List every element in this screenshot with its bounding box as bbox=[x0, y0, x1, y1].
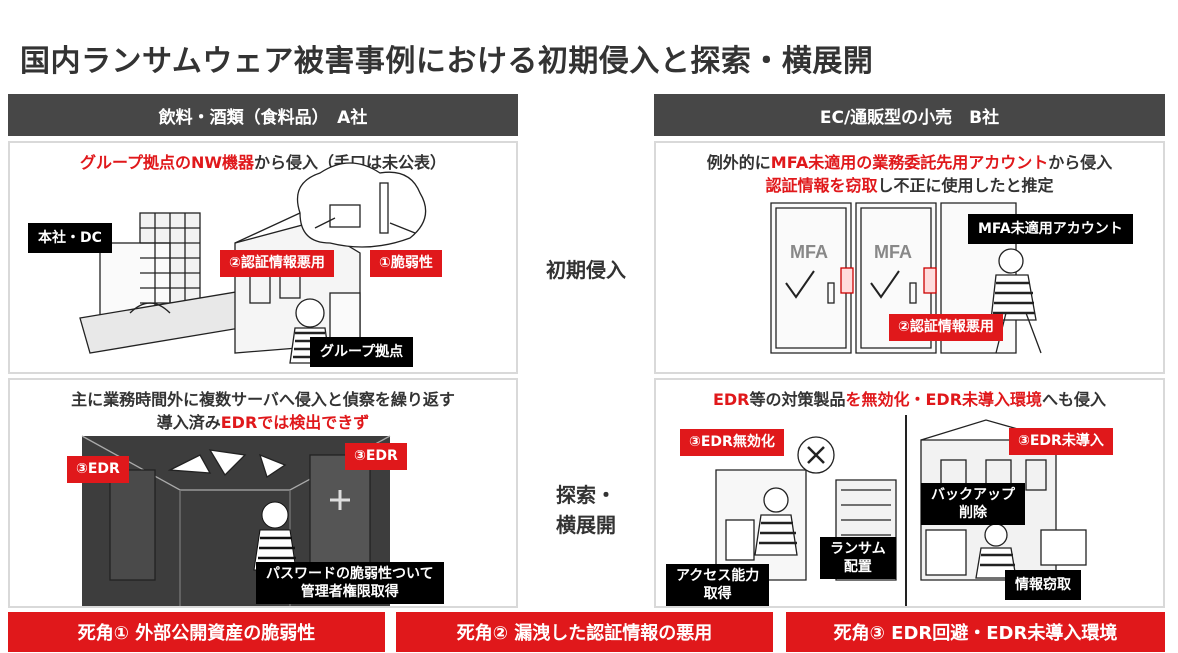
panel-b-explore: EDR等の対策製品を無効化・EDR未導入環境へも侵入 ③EDR無効化 ③EDR未… bbox=[654, 378, 1165, 608]
blindspot-2: 死角② 漏洩した認証情報の悪用 bbox=[396, 612, 773, 652]
caption-red1: EDR bbox=[712, 390, 750, 409]
label-group-site: グループ拠点 bbox=[310, 337, 414, 367]
panel-b-explore-caption: EDR等の対策製品を無効化・EDR未導入環境へも侵入 bbox=[656, 386, 1163, 410]
label-cred-abuse-b: ②認証情報悪用 bbox=[889, 314, 1003, 341]
caption-post: へも侵入 bbox=[1042, 390, 1107, 409]
label-edr-missing: ③EDR未導入 bbox=[1009, 428, 1113, 455]
label-admin-privilege: パスワードの脆弱性ついて 管理者権限取得 bbox=[256, 562, 444, 604]
access-line1: アクセス能力 bbox=[676, 568, 760, 584]
admin-line2: 管理者権限取得 bbox=[300, 584, 399, 600]
caption-post: から侵入 bbox=[1048, 153, 1113, 172]
label-ransom-deploy: ランサム 配置 bbox=[820, 537, 896, 579]
label-edr-left: ③EDR bbox=[67, 456, 129, 483]
caption-mid: 等の対策製品 bbox=[749, 390, 846, 409]
ransom-line2: 配置 bbox=[843, 559, 872, 575]
panel-a-explore-caption-line2: 導入済みEDRでは検出できず bbox=[10, 409, 516, 433]
blindspot-3: 死角③ EDR回避・EDR未導入環境 bbox=[786, 612, 1165, 652]
caption-red: グループ拠点のNW機器 bbox=[79, 153, 255, 172]
panel-b-initial-caption-line1: 例外的にMFA未適用の業務委託先用アカウントから侵入 bbox=[656, 149, 1163, 173]
admin-line1: パスワードの脆弱性ついて bbox=[266, 566, 434, 582]
backup-line2: 削除 bbox=[959, 505, 987, 521]
page-title: 国内ランサムウェア被害事例における初期侵入と探索・横展開 bbox=[20, 44, 874, 79]
label-access-capability: アクセス能力 取得 bbox=[666, 564, 770, 606]
caption-red: MFA未適用の業務委託先用アカウント bbox=[770, 153, 1049, 172]
row-label-explore-line1: 探索・ bbox=[556, 483, 616, 507]
row-label-explore-line2: 横展開 bbox=[556, 513, 616, 537]
blindspot-1: 死角① 外部公開資産の脆弱性 bbox=[8, 612, 385, 652]
caption-post2: し不正に使用したと推定 bbox=[877, 176, 1054, 195]
caption-pre: 例外的に bbox=[706, 153, 771, 172]
panel-a-initial: グループ拠点のNW機器から侵入（手口は未公表） 本社・DC ②認証情報悪用 ①脆… bbox=[8, 141, 518, 374]
label-cred-abuse: ②認証情報悪用 bbox=[220, 250, 334, 277]
caption-red2: を無効化・EDR未導入環境 bbox=[845, 390, 1043, 409]
company-b-header: EC/通販型の小売 B社 bbox=[654, 94, 1165, 136]
label-backup-delete: バックアップ 削除 bbox=[921, 483, 1025, 525]
label-edr-disabled: ③EDR無効化 bbox=[680, 429, 784, 456]
caption-red: EDRでは検出できず bbox=[220, 413, 370, 432]
caption-red2: 認証情報を窃取 bbox=[765, 176, 878, 195]
panel-b-initial-caption-line2: 認証情報を窃取し不正に使用したと推定 bbox=[656, 172, 1163, 196]
caption-pre: 導入済み bbox=[156, 413, 221, 432]
row-label-initial: 初期侵入 bbox=[546, 258, 626, 282]
panel-a-explore-caption-line1: 主に業務時間外に複数サーバへ侵入と偵察を繰り返す bbox=[71, 390, 455, 409]
label-data-exfil: 情報窃取 bbox=[1005, 570, 1081, 600]
label-hq: 本社・DC bbox=[28, 223, 112, 253]
label-mfa-account: MFA未適用アカウント bbox=[968, 214, 1133, 244]
row-label-explore: 探索・ 横展開 bbox=[520, 480, 652, 540]
backup-line1: バックアップ bbox=[931, 487, 1015, 503]
label-edr-right: ③EDR bbox=[345, 443, 407, 470]
panel-b-initial: 例外的にMFA未適用の業務委託先用アカウントから侵入 認証情報を窃取し不正に使用… bbox=[654, 141, 1165, 374]
ransom-line1: ランサム bbox=[830, 541, 886, 557]
access-line2: 取得 bbox=[703, 586, 732, 602]
company-a-header: 飲料・酒類（食料品） A社 bbox=[8, 94, 518, 136]
door-label-2: MFA bbox=[874, 242, 912, 262]
panel-a-explore: 主に業務時間外に複数サーバへ侵入と偵察を繰り返す 導入済みEDRでは検出できず … bbox=[8, 378, 518, 608]
door-label-1: MFA bbox=[790, 242, 828, 262]
label-vulnerability: ①脆弱性 bbox=[370, 250, 442, 277]
